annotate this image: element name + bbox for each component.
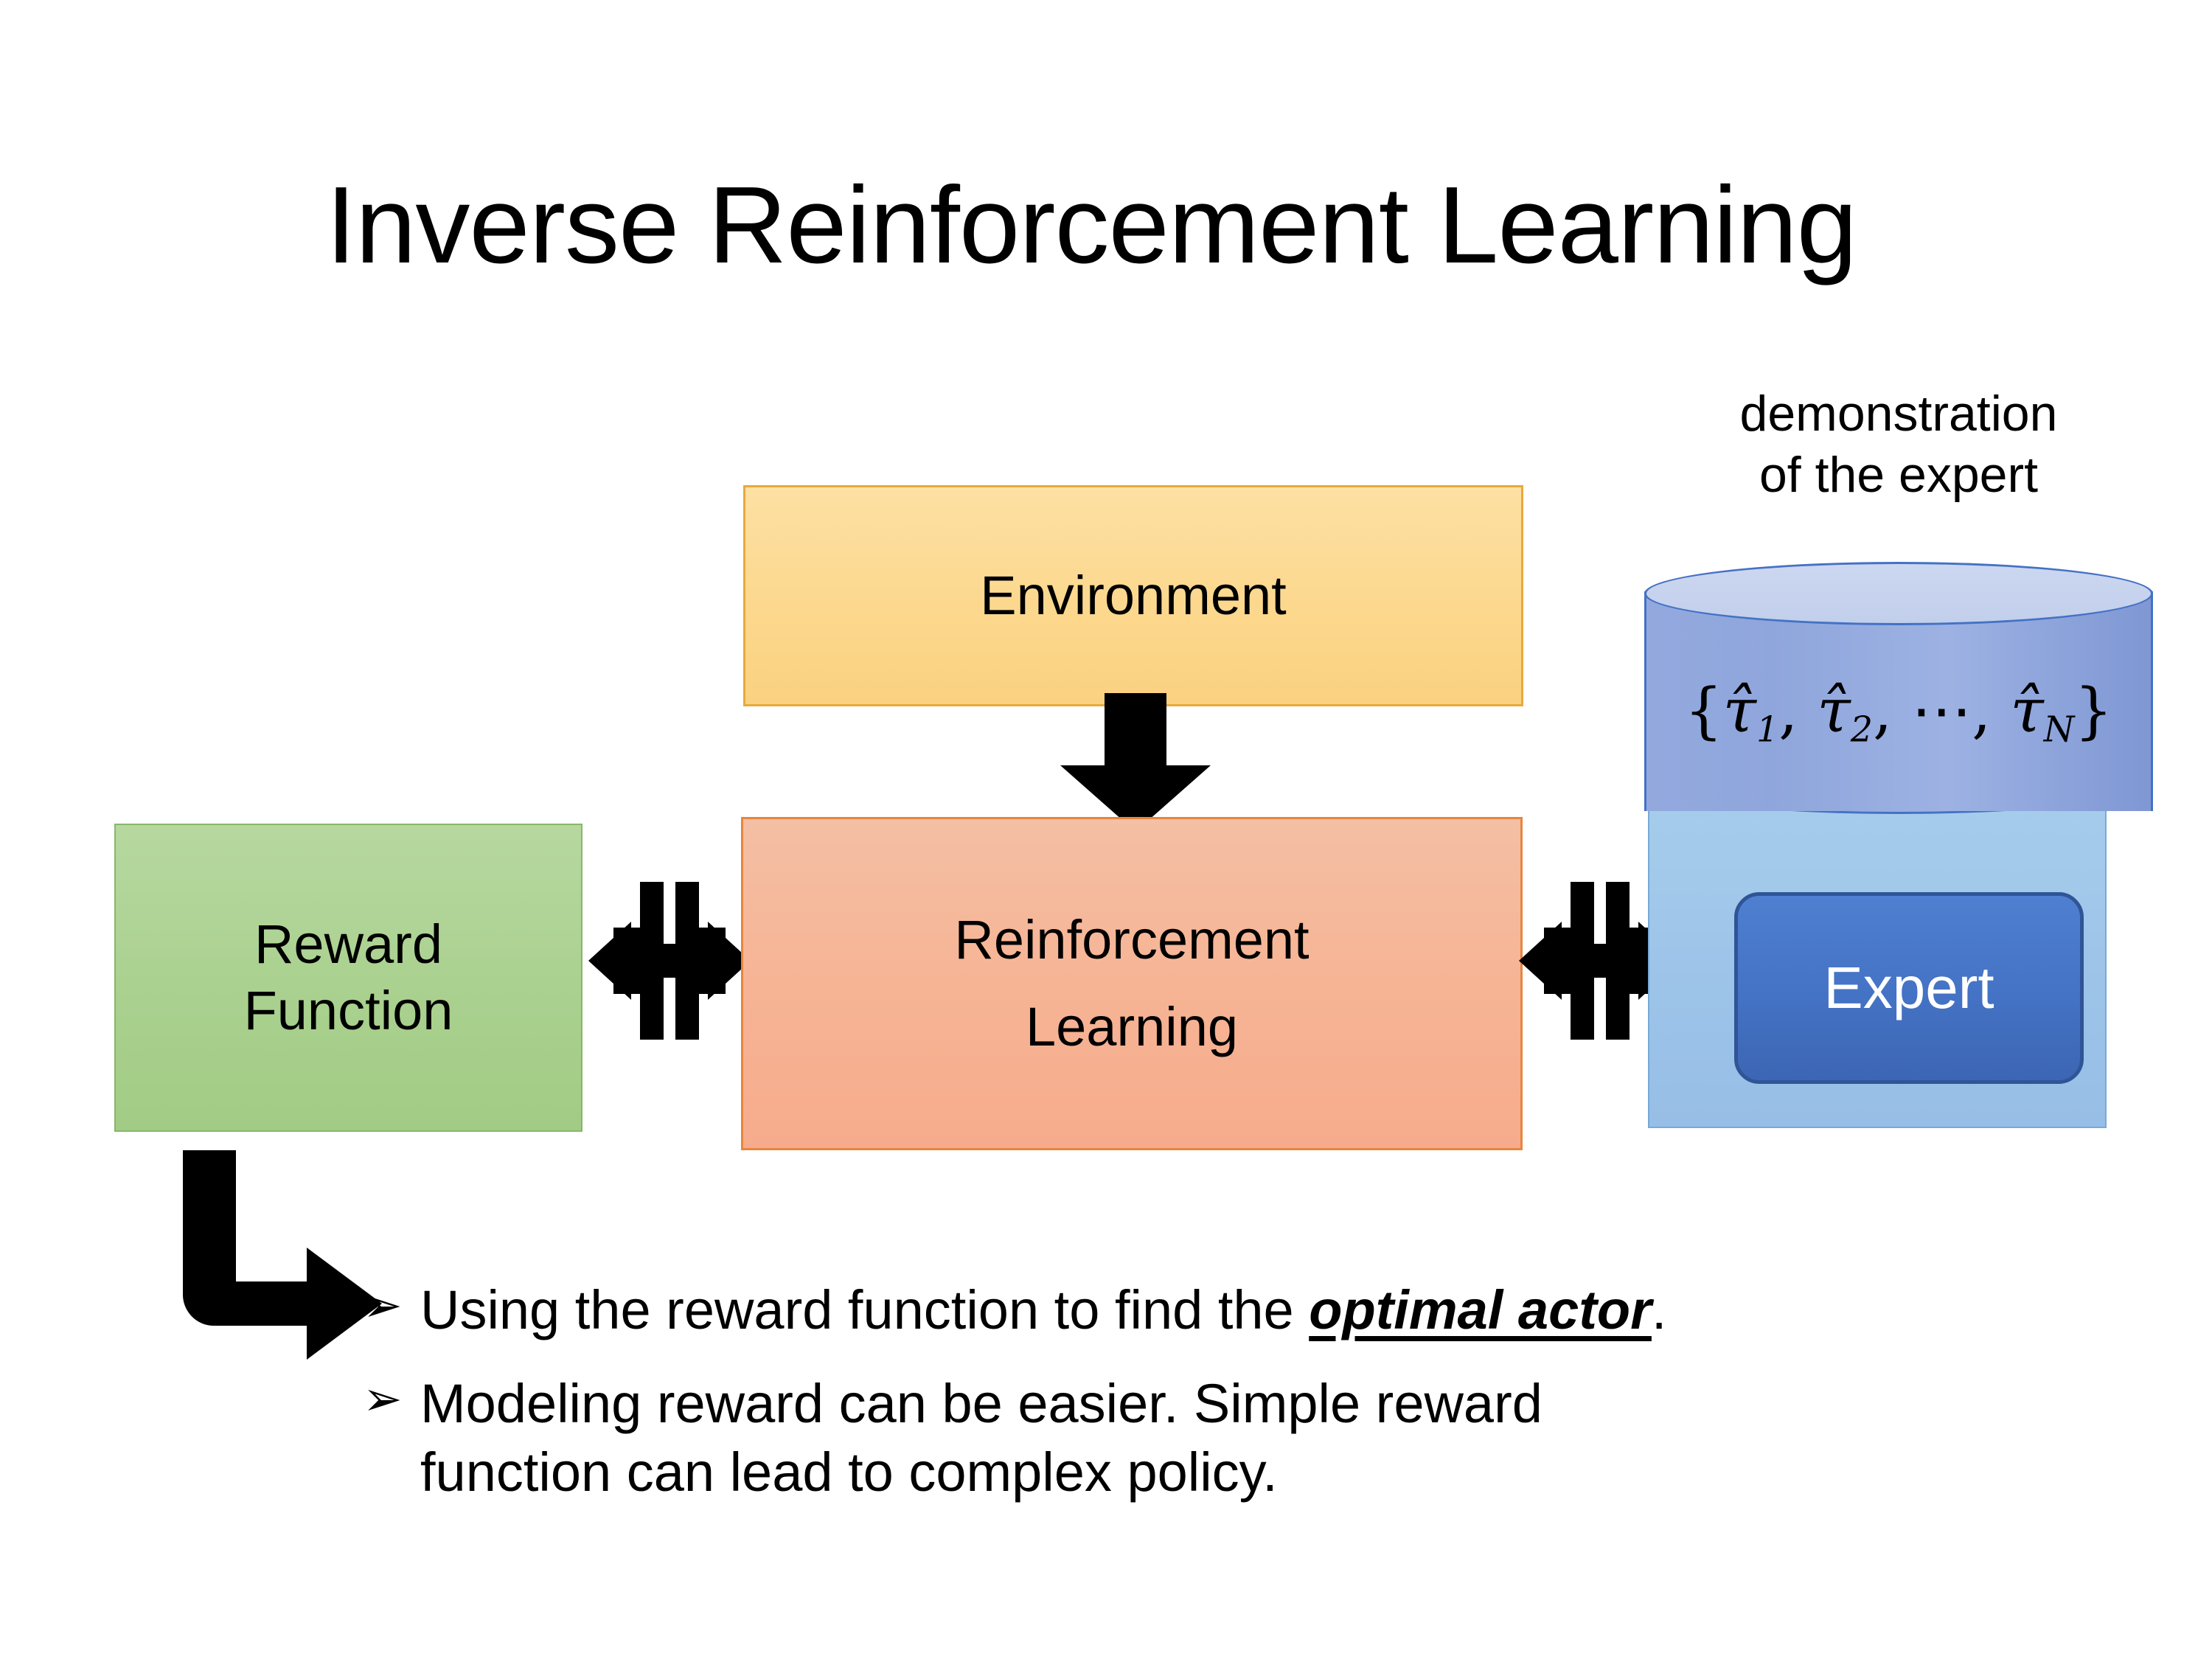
tau-n: τ̂: [2010, 676, 2044, 746]
list-item: ➢ Using the reward function to find the …: [363, 1276, 2059, 1344]
reinforcement-learning-line-1: Reinforcement: [954, 908, 1310, 970]
reward-function-line-1: Reward: [254, 913, 442, 975]
bullet-1-emphasis: optimal actor: [1309, 1279, 1652, 1340]
bullet-1-text-before: Using the reward function to find the: [420, 1279, 1310, 1340]
reward-function-box-label: Reward Function: [244, 911, 453, 1045]
demonstration-cylinder: {τ̂1, τ̂2, ⋯, τ̂N}: [1644, 562, 2153, 842]
bullet-list: ➢ Using the reward function to find the …: [363, 1276, 2059, 1532]
bullet-marker-icon: ➢: [363, 1372, 403, 1426]
demonstration-caption-line-1: demonstration: [1739, 386, 2058, 442]
reinforcement-learning-line-2: Learning: [1025, 996, 1238, 1057]
separator-3: ,: [1972, 676, 1992, 746]
tau-n-subscript: N: [2043, 709, 2075, 751]
four-way-arrow-icon: [1519, 882, 1681, 1040]
expert-box: Expert: [1734, 892, 2084, 1084]
separator-1: ,: [1778, 676, 1798, 746]
demonstration-caption: demonstration of the expert: [1633, 383, 2164, 506]
bullet-1-text-after: .: [1651, 1279, 1667, 1340]
bullet-text-2: Modeling reward can be easier. Simple re…: [420, 1369, 1543, 1506]
tau-2-subscript: 2: [1850, 709, 1874, 751]
cylinder-body: [1644, 591, 2153, 811]
trajectory-set-formula: {τ̂1, τ̂2, ⋯, τ̂N}: [1644, 676, 2153, 750]
rl-label-spacer: [954, 973, 1309, 994]
tau-1-subscript: 1: [1756, 709, 1779, 751]
bullet-2-line-2: function can lead to complex policy.: [420, 1441, 1278, 1503]
reinforcement-learning-box-label: Reinforcement Learning: [954, 907, 1309, 1061]
reward-function-box: Reward Function: [114, 824, 582, 1132]
reinforcement-learning-box: Reinforcement Learning: [741, 817, 1523, 1150]
four-way-arrow-icon: [588, 882, 751, 1040]
environment-box: Environment: [743, 485, 1523, 706]
bullet-2-line-1: Modeling reward can be easier. Simple re…: [420, 1373, 1543, 1435]
elbow-arrow-icon: [183, 1150, 382, 1360]
environment-box-label: Environment: [980, 564, 1287, 626]
set-close-brace: }: [2074, 676, 2113, 746]
down-arrow-icon: [1060, 693, 1211, 832]
cylinder-top-ellipse: [1644, 562, 2153, 625]
tau-2: τ̂: [1817, 676, 1851, 746]
page-title: Inverse Reinforcement Learning: [325, 164, 1857, 286]
bullet-text-1: Using the reward function to find the op…: [420, 1276, 1666, 1344]
ellipsis-glyph: ⋯: [1911, 676, 1972, 746]
separator-2: ,: [1873, 676, 1893, 746]
reward-function-line-2: Function: [243, 980, 453, 1041]
expert-box-label: Expert: [1823, 955, 1994, 1020]
tau-1: τ̂: [1722, 676, 1756, 746]
bullet-marker-icon: ➢: [363, 1279, 403, 1332]
list-item: ➢ Modeling reward can be easier. Simple …: [363, 1369, 2059, 1506]
demonstration-caption-line-2: of the expert: [1759, 446, 2039, 503]
set-open-brace: {: [1684, 676, 1723, 746]
